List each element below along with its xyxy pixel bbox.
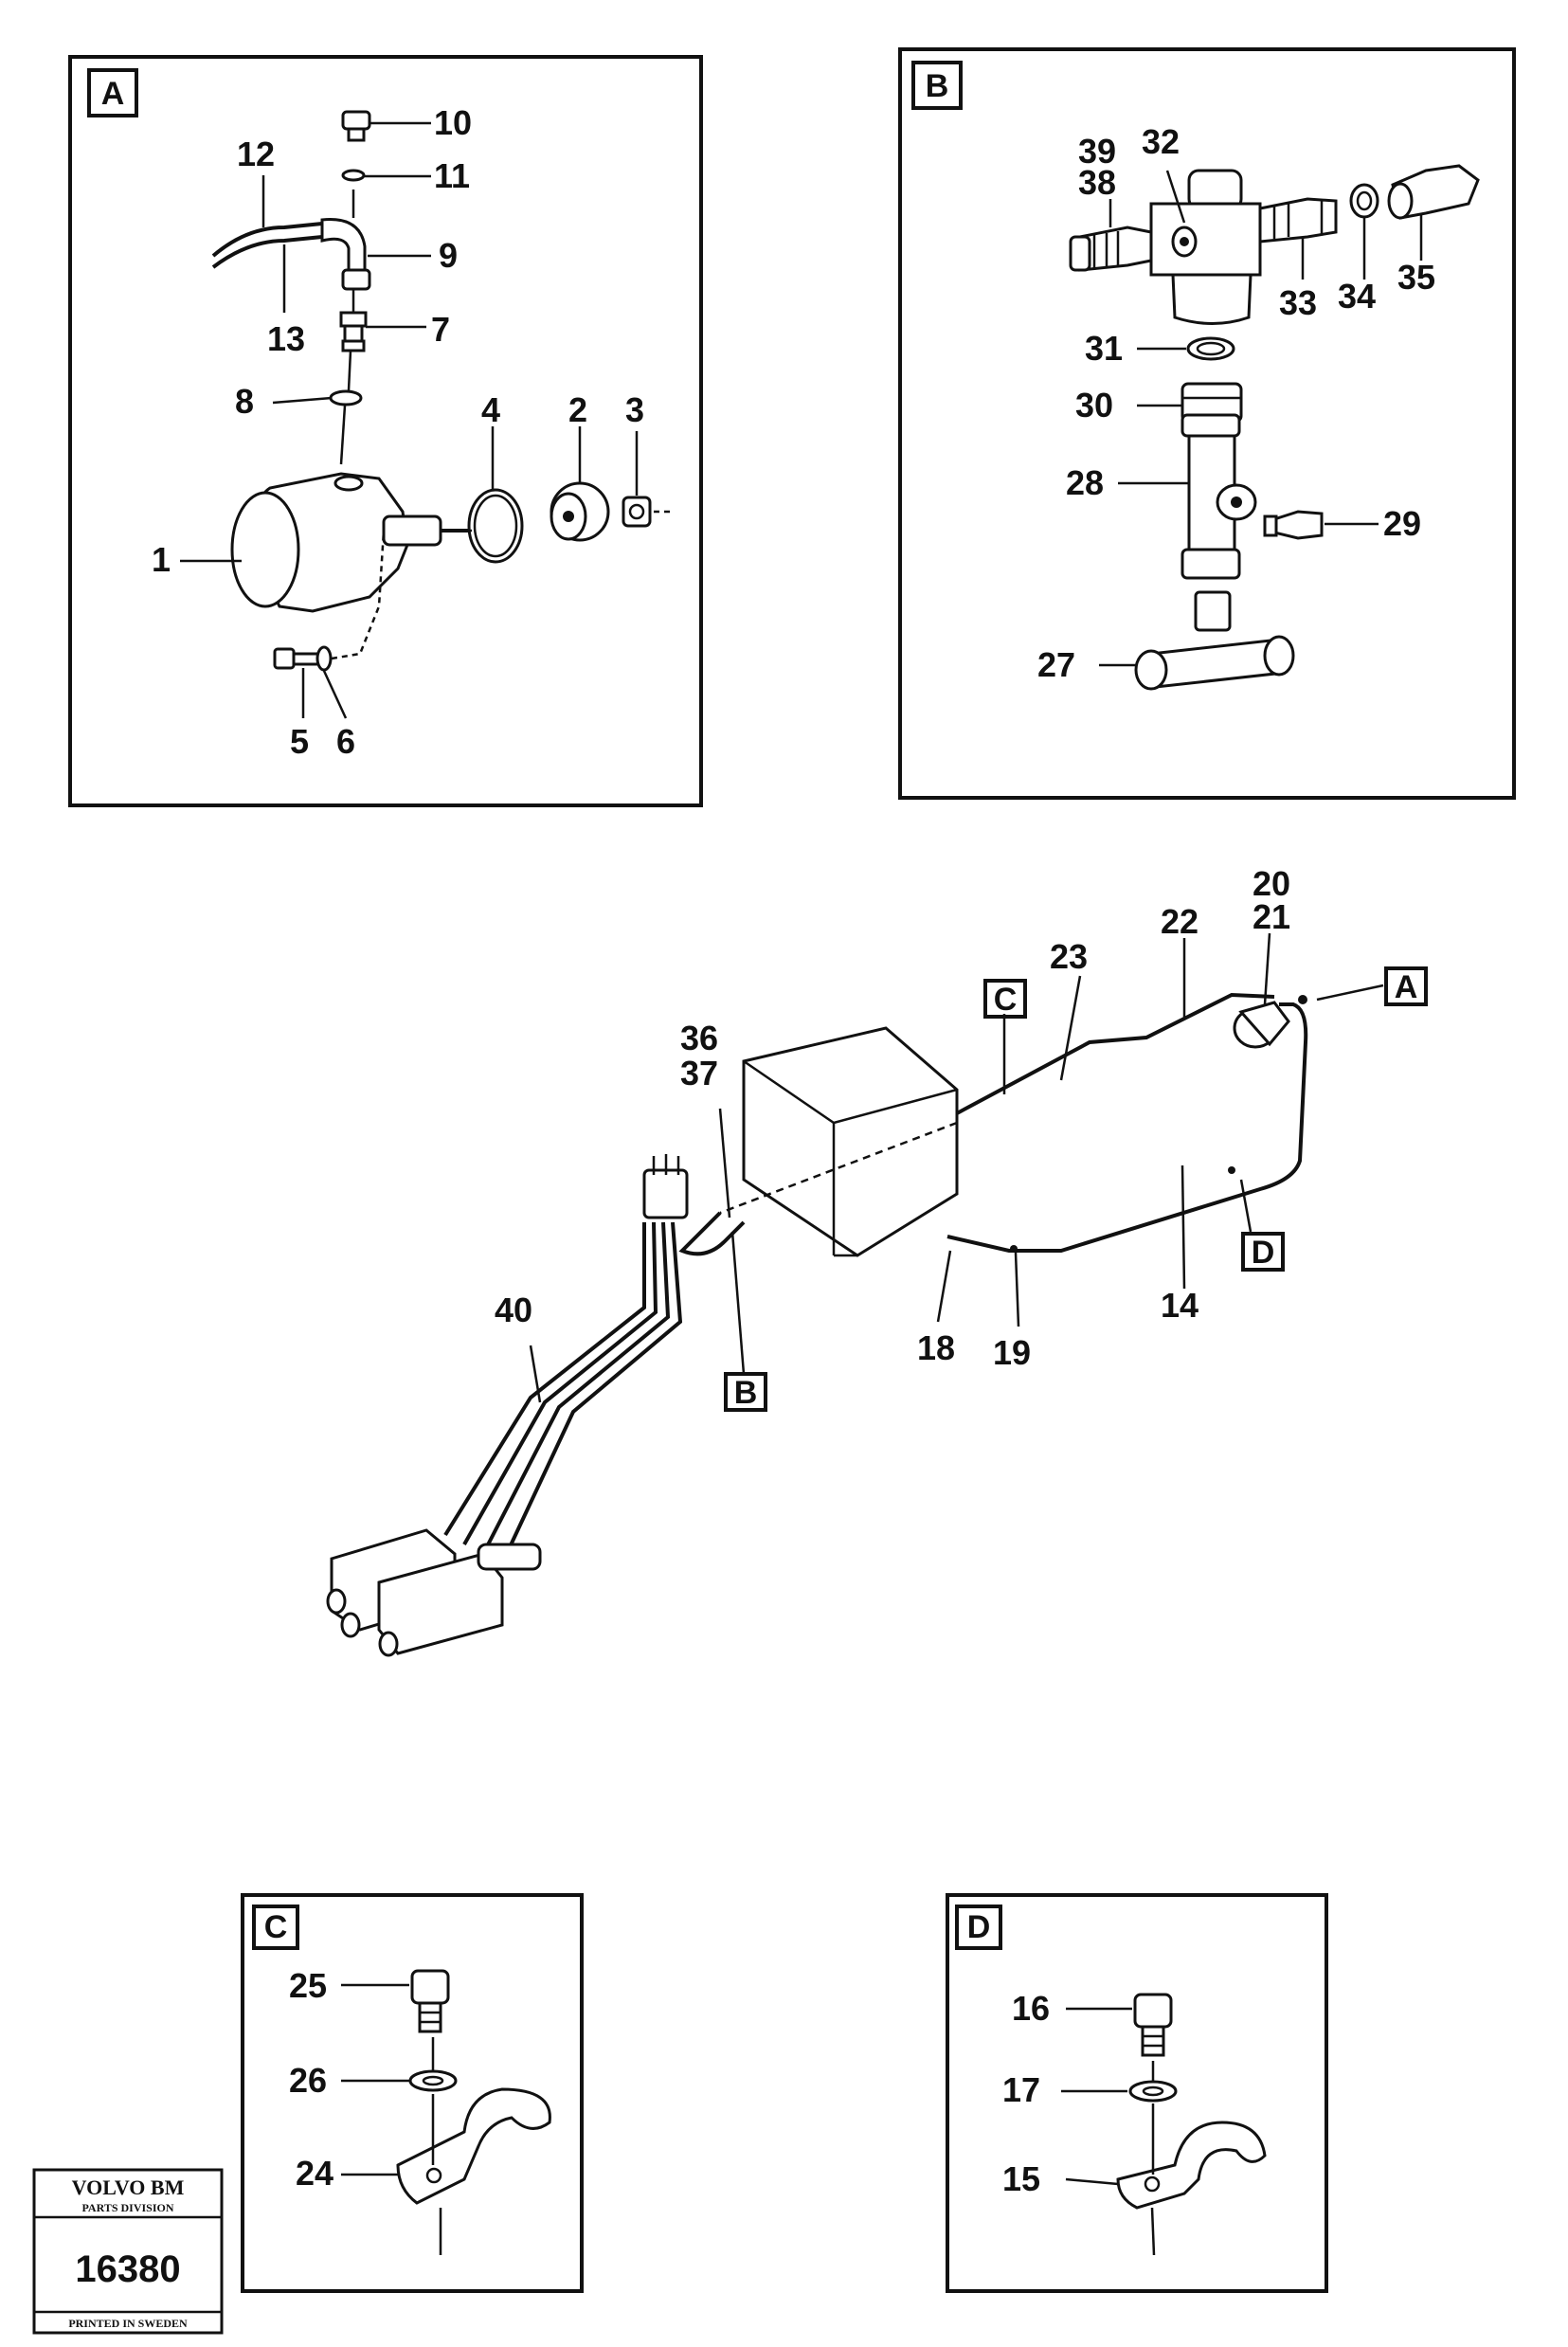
callout-5: 5 <box>290 722 309 761</box>
panel-a-callouts: 10 11 9 7 8 12 13 4 2 3 1 5 6 <box>152 103 644 761</box>
stamp-brand: VOLVO BM <box>72 2175 185 2199</box>
ref-tag-c-label: C <box>994 982 1018 1018</box>
callout-12: 12 <box>237 135 275 173</box>
callout-24: 24 <box>296 2154 333 2193</box>
panel-a-label: A <box>101 76 125 112</box>
clamp-c-drawing <box>396 1969 551 2255</box>
callout-37: 37 <box>680 1054 718 1092</box>
callout-29: 29 <box>1383 504 1421 543</box>
panel-c-frame <box>241 1893 584 2293</box>
main-callouts: 23 22 20 21 36 37 14 18 19 40 <box>495 864 1290 1372</box>
callout-39: 39 <box>1078 132 1116 171</box>
panel-a-leaders <box>180 121 639 719</box>
callout-17: 17 <box>1002 2070 1040 2109</box>
callout-38: 38 <box>1078 163 1116 202</box>
callout-34: 34 <box>1338 277 1376 316</box>
callout-36: 36 <box>680 1019 718 1057</box>
panel-b-leaders <box>1099 170 1423 667</box>
callout-18: 18 <box>917 1328 955 1367</box>
callout-31: 31 <box>1085 329 1123 368</box>
panel-c-leaders <box>341 1983 409 2176</box>
callout-13: 13 <box>267 319 305 358</box>
control-lines-drawing <box>326 1154 689 1657</box>
callout-20: 20 <box>1253 864 1290 903</box>
callout-2: 2 <box>568 390 587 429</box>
volvo-stamp: VOLVO BM PARTS DIVISION 16380 PRINTED IN… <box>32 2168 224 2335</box>
callout-23: 23 <box>1050 937 1088 976</box>
callout-21: 21 <box>1253 897 1290 936</box>
callout-16: 16 <box>1012 1989 1050 2028</box>
panel-d: D 16 17 15 <box>946 1893 1328 2293</box>
callout-25: 25 <box>289 1966 327 2005</box>
panel-d-label: D <box>967 1909 991 1945</box>
main-leaders <box>529 932 1271 1403</box>
callout-3: 3 <box>625 390 644 429</box>
callout-11: 11 <box>434 156 470 195</box>
clamp-d-drawing <box>1116 1993 1267 2256</box>
callout-30: 30 <box>1075 386 1113 424</box>
callout-6: 6 <box>336 722 355 761</box>
callout-19: 19 <box>993 1333 1031 1372</box>
pump-assembly-drawing <box>211 110 673 672</box>
panel-d-leaders <box>1061 2007 1132 2186</box>
panel-b-label: B <box>926 68 949 104</box>
ref-tag-a-label: A <box>1395 969 1418 1005</box>
tee-fitting-drawing <box>1069 164 1480 691</box>
ref-tag-a <box>1384 966 1428 1006</box>
stamp-number: 16380 <box>75 2248 180 2290</box>
callout-10: 10 <box>434 103 472 142</box>
callout-35: 35 <box>1397 258 1435 297</box>
callout-27: 27 <box>1037 645 1075 684</box>
panel-c: C 25 26 24 <box>241 1893 584 2293</box>
callout-40: 40 <box>495 1291 532 1329</box>
callout-9: 9 <box>439 236 458 275</box>
panel-c-label: C <box>264 1909 288 1945</box>
callout-7: 7 <box>431 310 450 349</box>
callout-28: 28 <box>1066 463 1104 502</box>
tank-drawing <box>742 1026 959 1257</box>
panel-a-frame <box>68 55 703 807</box>
stamp-footer: PRINTED IN SWEDEN <box>68 2317 188 2330</box>
ref-tag-b <box>724 1372 767 1412</box>
callout-22: 22 <box>1161 902 1199 941</box>
callout-14: 14 <box>1161 1286 1199 1325</box>
pipe-lines <box>678 984 1384 1256</box>
callout-32: 32 <box>1142 122 1180 161</box>
callout-15: 15 <box>1002 2159 1040 2198</box>
ref-tag-b-label: B <box>734 1375 758 1411</box>
panel-d-frame <box>946 1893 1328 2293</box>
ref-tag-c <box>983 979 1027 1019</box>
callout-1: 1 <box>152 540 171 579</box>
callout-8: 8 <box>235 382 254 421</box>
main-assembly: A C D B 23 22 20 21 36 37 14 18 19 40 <box>326 864 1428 1657</box>
main-ref-tags: A C D B <box>724 966 1428 1412</box>
ref-tag-d-label: D <box>1252 1235 1275 1271</box>
panel-b: B <box>898 47 1516 800</box>
callout-33: 33 <box>1279 283 1317 322</box>
panel-b-frame <box>898 47 1516 800</box>
panel-a-tag <box>87 68 138 117</box>
panel-a: A <box>68 55 703 807</box>
panel-d-tag <box>955 1905 1002 1950</box>
stamp-division: PARTS DIVISION <box>81 2201 173 2214</box>
leader-23 <box>1059 975 1082 1081</box>
panel-b-callouts: 39 38 32 33 34 35 31 30 28 29 27 <box>1037 122 1435 684</box>
ref-tag-d <box>1241 1232 1285 1272</box>
panel-c-tag <box>252 1905 299 1950</box>
callout-26: 26 <box>289 2061 327 2100</box>
callout-4: 4 <box>481 390 500 429</box>
panel-b-tag <box>911 61 963 110</box>
